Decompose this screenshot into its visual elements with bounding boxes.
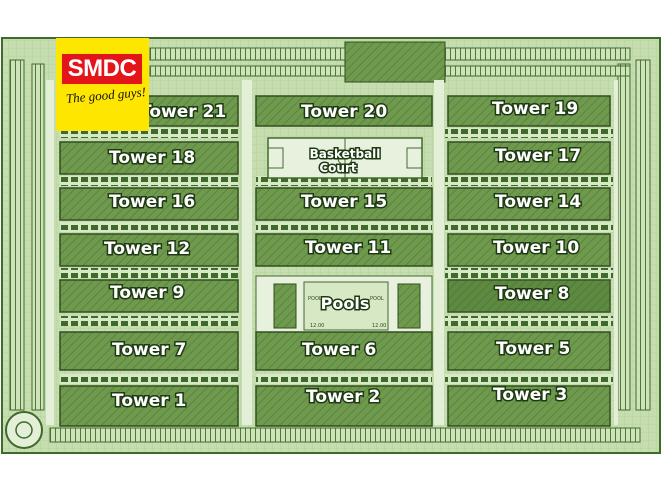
tower-buildings — [59, 95, 611, 427]
pool-dimension-right: 12.00 — [372, 323, 386, 329]
tower-5-building — [447, 331, 611, 371]
tower-8-building — [447, 279, 611, 313]
tower-label-15: Tower 15 — [301, 192, 387, 212]
tower-label-12: Tower 12 — [104, 239, 190, 259]
tower-label-16: Tower 16 — [109, 192, 195, 212]
tower-21-building — [139, 95, 239, 127]
tower-label-3: Tower 3 — [493, 385, 567, 405]
unit-strip — [256, 222, 432, 232]
tower-label-5: Tower 5 — [496, 339, 570, 359]
roundabout — [5, 411, 43, 449]
unit-strip — [445, 374, 613, 384]
tower-10-building — [447, 233, 611, 267]
pool-center — [303, 281, 389, 331]
court-center-circle — [337, 150, 353, 166]
road-east — [614, 80, 618, 425]
unit-strip — [256, 176, 432, 186]
basketball-court-label-line2: Court — [319, 161, 357, 175]
tower-label-11: Tower 11 — [305, 238, 391, 258]
road-mid-east — [434, 80, 444, 425]
tower-14-building — [447, 187, 611, 221]
smdc-logo: SMDC The good guys! — [56, 38, 149, 131]
tower-label-14: Tower 14 — [495, 192, 581, 212]
parking-south — [49, 427, 641, 443]
tower-20-building — [255, 95, 433, 127]
unit-strips — [60, 128, 613, 384]
tower-16-building — [59, 187, 239, 221]
tower-label-21: Tower 21 — [140, 102, 226, 122]
logo-brand-text: SMDC — [62, 54, 142, 84]
unit-strip — [256, 374, 432, 384]
road-mid-west — [242, 80, 252, 425]
unit-strip — [60, 176, 238, 186]
tower-15-building — [255, 187, 433, 221]
pools-label: Pools — [321, 294, 370, 313]
unit-strip — [60, 268, 238, 278]
tower-1-building — [59, 385, 239, 427]
pool-right — [397, 283, 421, 329]
basketball-court-label-line1: Basketball — [310, 147, 381, 161]
logo-tagline: The good guys! — [65, 84, 147, 106]
unit-strip — [60, 128, 238, 138]
tower-12-building — [59, 233, 239, 267]
unit-strip — [60, 316, 238, 326]
pool-label-right: POOL — [370, 296, 384, 302]
tower-label-19: Tower 19 — [492, 99, 578, 119]
parking-west-inner — [31, 63, 45, 411]
court-key-left — [268, 147, 284, 169]
parking-west — [9, 59, 25, 411]
unit-strip — [445, 316, 613, 326]
unit-strip — [60, 374, 238, 384]
tower-label-20: Tower 20 — [301, 102, 387, 122]
tower-labels: Tower 21 Tower 20 Tower 19 Tower 18 Towe… — [103, 98, 583, 413]
unit-strip — [60, 222, 238, 232]
unit-strip — [445, 176, 613, 186]
tower-11-building — [255, 233, 433, 267]
tower-label-7: Tower 7 — [112, 340, 186, 360]
tower-label-6: Tower 6 — [302, 340, 376, 360]
tower-label-1: Tower 1 — [112, 391, 186, 411]
pool-left — [273, 283, 297, 329]
tower-7-building — [59, 331, 239, 371]
unit-strip — [445, 268, 613, 278]
roundabout-center — [15, 421, 33, 439]
tower-label-9: Tower 9 — [110, 283, 184, 303]
court-key-right — [406, 147, 422, 169]
tower-label-8: Tower 8 — [495, 284, 569, 304]
tower-3-building — [447, 385, 611, 427]
tower-6-building — [255, 331, 433, 371]
tower-2-building — [255, 385, 433, 427]
tower-label-18: Tower 18 — [109, 148, 195, 168]
tower-label-10: Tower 10 — [493, 238, 579, 258]
tower-9-building — [59, 279, 239, 313]
parking-east-inner — [617, 63, 631, 411]
parking-east — [635, 59, 651, 411]
pool-label-left: POOL — [308, 296, 322, 302]
unit-strip — [445, 222, 613, 232]
pool-dimension-left: 12.00 — [310, 323, 324, 329]
north-basement-block — [344, 41, 446, 83]
tower-18-building — [59, 141, 239, 175]
road-west — [46, 80, 54, 425]
tower-19-building — [447, 95, 611, 127]
tower-label-2: Tower 2 — [306, 387, 380, 407]
tower-17-building — [447, 141, 611, 175]
tower-8-highlight — [448, 280, 610, 312]
tower-label-17: Tower 17 — [495, 146, 581, 166]
unit-strip — [445, 128, 613, 138]
